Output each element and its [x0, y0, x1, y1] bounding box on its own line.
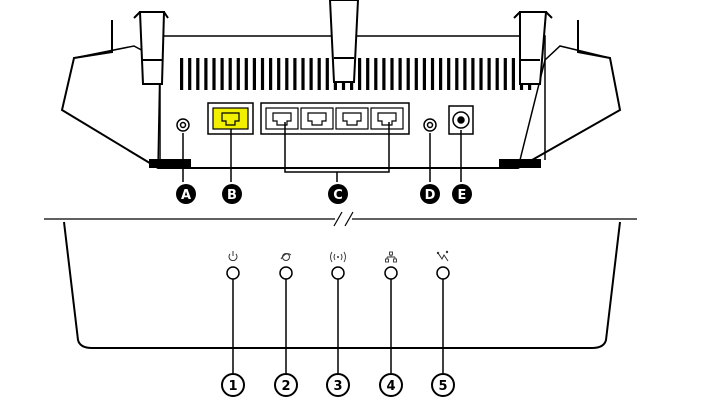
- vent-slot: [285, 58, 289, 90]
- power-icon: [228, 251, 238, 262]
- callout-label: D: [425, 188, 436, 203]
- section-separator: [44, 211, 637, 227]
- vent-slot: [511, 58, 515, 90]
- led-indicator: [331, 266, 345, 280]
- vent-slot: [414, 58, 418, 90]
- led-indicator: [384, 266, 398, 280]
- antenna-center: [328, 0, 360, 83]
- led-1: 1: [221, 251, 245, 397]
- vent-slot: [495, 58, 499, 90]
- ethernet-network-icon: [385, 251, 397, 263]
- callout-a: A: [176, 184, 196, 204]
- lan-port: [300, 107, 334, 130]
- front-leds: 1 2 3 4 5: [221, 250, 455, 397]
- callout-c: C: [328, 184, 348, 204]
- led-callout-circle: [326, 373, 350, 397]
- led-callout-label: 3: [333, 379, 342, 394]
- rear-foot-right: [499, 159, 541, 168]
- vent-slot: [220, 58, 224, 90]
- rear-body-outline: [60, 20, 622, 169]
- vent-slot: [374, 58, 378, 90]
- vent-slot: [244, 58, 248, 90]
- vent-slot: [277, 58, 281, 90]
- wifi-signal-icon: [330, 251, 346, 263]
- wps-icon: [436, 250, 449, 262]
- vent-slot: [180, 58, 184, 90]
- callout-b: B: [222, 184, 242, 204]
- led-callout-circle: [274, 373, 298, 397]
- power-on-off-button: [423, 118, 437, 132]
- vent-slot: [212, 58, 216, 90]
- led-5: 5: [431, 250, 455, 397]
- rear-foot-left: [149, 159, 191, 168]
- vent-slot: [204, 58, 208, 90]
- led-callout-label: 4: [386, 379, 395, 394]
- dc-power-connector: [448, 105, 474, 135]
- vent-slot: [503, 58, 507, 90]
- vent-slot: [455, 58, 459, 90]
- vent-slot: [236, 58, 240, 90]
- vent-slot: [382, 58, 386, 90]
- vent-slot: [463, 58, 467, 90]
- callout-label: E: [458, 188, 467, 203]
- callout-label: B: [227, 188, 237, 203]
- vent-slot: [398, 58, 402, 90]
- vent-slot: [309, 58, 313, 90]
- router-front-panel: [63, 221, 621, 349]
- led-callout-circle: [221, 373, 245, 397]
- led-callout-circle: [379, 373, 403, 397]
- vent-slot: [301, 58, 305, 90]
- lan-ports: [265, 107, 404, 130]
- vent-slot: [430, 58, 435, 90]
- vent-slot: [358, 58, 362, 90]
- vent-slot: [260, 58, 265, 90]
- led-callout-label: 1: [228, 379, 237, 394]
- vent-slot: [317, 58, 321, 90]
- reset-button: [176, 118, 190, 132]
- led-2: 2: [274, 253, 298, 397]
- callout-e: E: [452, 184, 472, 204]
- vent-slot: [422, 58, 426, 90]
- vent-slot: [366, 58, 370, 90]
- led-4: 4: [379, 251, 403, 397]
- internet-globe-icon: [280, 253, 292, 261]
- vent-slot: [325, 58, 329, 90]
- callout-label: A: [181, 188, 191, 203]
- callout-d: D: [420, 184, 440, 204]
- led-callout-label: 5: [438, 379, 447, 394]
- router-rear-panel: [60, 20, 622, 169]
- vent-slot: [196, 58, 200, 90]
- led-indicator: [226, 266, 240, 280]
- callout-label: C: [333, 188, 343, 203]
- led-indicator: [436, 266, 450, 280]
- led-3: 3: [326, 251, 350, 397]
- rear-leader-lines: [182, 122, 462, 182]
- vent-slot: [228, 58, 232, 90]
- vent-slot: [447, 58, 451, 90]
- vent-slot: [471, 58, 475, 90]
- rear-right-wing: [517, 45, 611, 169]
- vent-slot: [188, 58, 192, 90]
- vent-slot: [252, 58, 256, 90]
- vent-slot: [390, 58, 394, 90]
- vent-slot: [439, 58, 443, 90]
- vent-slot: [487, 58, 491, 90]
- lan-port: [370, 107, 404, 130]
- rear-callouts: A B C D E: [176, 184, 472, 204]
- antenna-right: [513, 11, 553, 85]
- vent-slot: [406, 58, 410, 90]
- led-callout-label: 2: [281, 379, 290, 394]
- antenna-left: [133, 11, 169, 85]
- lan-port: [265, 107, 299, 130]
- vent-slot: [479, 58, 483, 90]
- led-callout-circle: [431, 373, 455, 397]
- vent-slot: [269, 58, 273, 90]
- vent-slot: [293, 58, 297, 90]
- lan-port: [335, 107, 369, 130]
- led-indicator: [279, 266, 293, 280]
